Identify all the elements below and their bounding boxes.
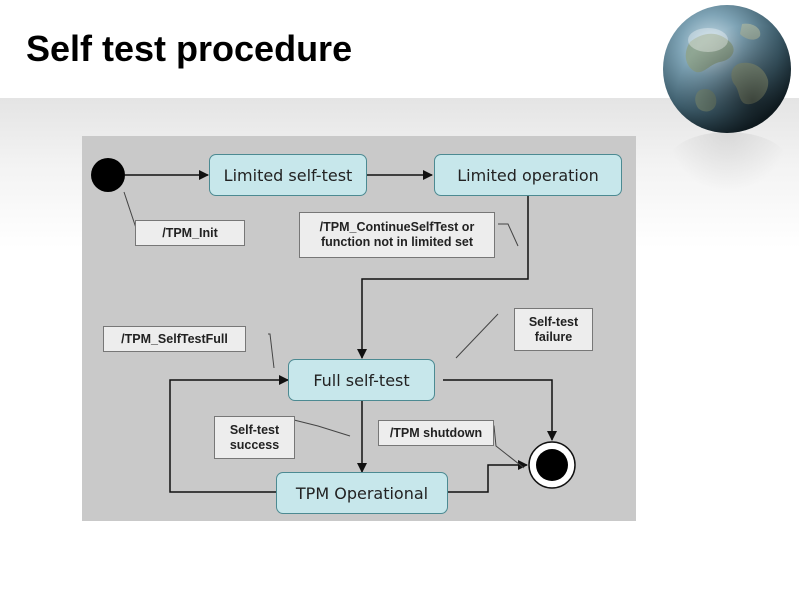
state-full-self-test: Full self-test bbox=[288, 359, 435, 401]
state-label: Limited self-test bbox=[223, 165, 353, 185]
state-tpm-operational: TPM Operational bbox=[276, 472, 448, 514]
state-limited-self-test: Limited self-test bbox=[209, 154, 367, 196]
note-text: /TPM shutdown bbox=[389, 425, 483, 440]
note-self-test-success: Self-test success bbox=[214, 416, 295, 459]
slide-title: Self test procedure bbox=[26, 28, 353, 69]
note-text: /TPM_Init bbox=[162, 225, 218, 240]
note-continue-self-test: /TPM_ContinueSelfTest or function not in… bbox=[299, 212, 495, 258]
globe-reflection bbox=[668, 132, 788, 192]
state-limited-operation: Limited operation bbox=[434, 154, 622, 196]
state-label: Full self-test bbox=[313, 370, 410, 390]
note-text-line2: function not in limited set bbox=[320, 235, 474, 249]
initial-state-node bbox=[91, 158, 125, 192]
note-tpm-init: /TPM_Init bbox=[135, 220, 245, 246]
state-label: TPM Operational bbox=[295, 483, 429, 503]
state-label: Limited operation bbox=[457, 165, 599, 185]
diagram-connectors bbox=[91, 158, 576, 493]
note-text-line2: success bbox=[229, 437, 280, 452]
note-text-line1: Self-test bbox=[528, 314, 579, 329]
note-text-line1: Self-test bbox=[229, 422, 280, 437]
note-self-test-failure: Self-test failure bbox=[514, 308, 593, 351]
note-tpm-shutdown: /TPM shutdown bbox=[378, 420, 494, 446]
state-diagram: Limited self-test Limited operation Full… bbox=[82, 136, 636, 521]
note-text-line2: failure bbox=[534, 329, 573, 344]
note-self-test-full: /TPM_SelfTestFull bbox=[103, 326, 246, 352]
globe-icon bbox=[660, 2, 794, 136]
note-text-line1: /TPM_ContinueSelfTest or bbox=[319, 220, 475, 234]
note-text: /TPM_SelfTestFull bbox=[121, 331, 228, 346]
